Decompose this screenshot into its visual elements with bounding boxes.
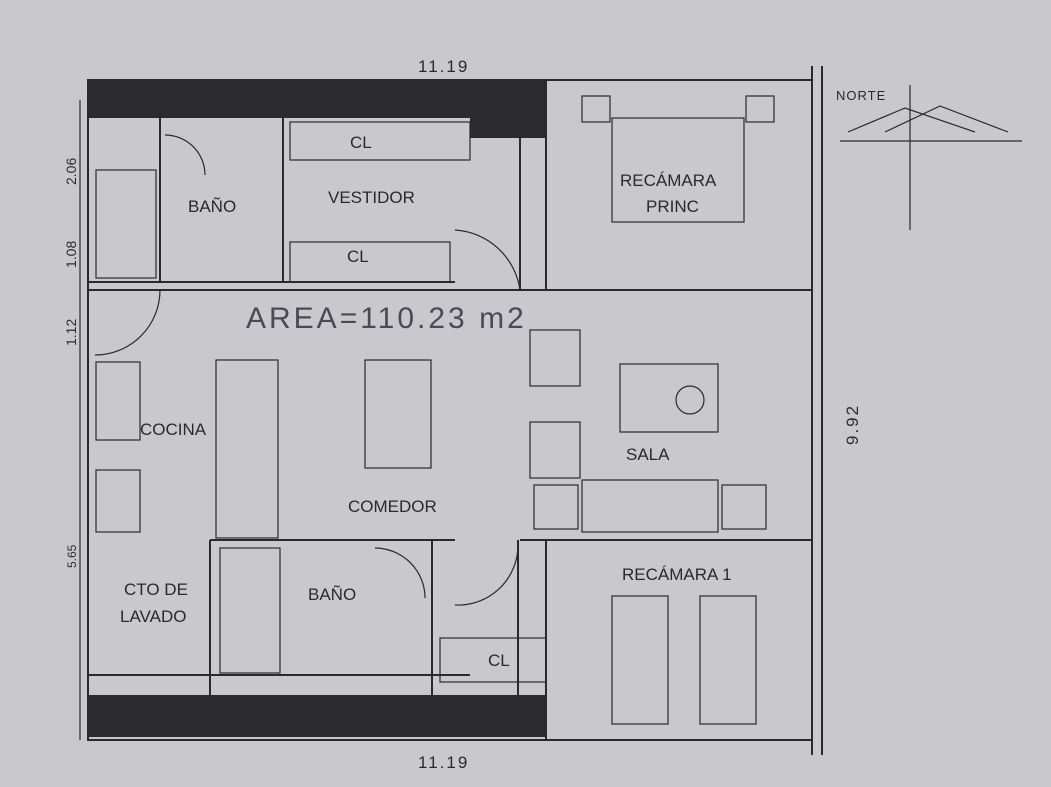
- room-label: RECÁMARA 1: [622, 565, 732, 584]
- armchair: [529, 421, 581, 479]
- room-label: LAVADO: [120, 607, 186, 626]
- nightstand: [745, 95, 775, 123]
- room-label: BAÑO: [308, 585, 356, 604]
- door-swing: [94, 289, 161, 356]
- sofa: [581, 479, 719, 533]
- room-label: RECÁMARA: [620, 171, 717, 190]
- dimension-right: 9.92: [843, 404, 862, 445]
- north-arrow-icon: [847, 105, 1009, 133]
- room-label: BAÑO: [188, 197, 236, 216]
- door-swing: [374, 547, 426, 599]
- wall-hatch-top-right: [470, 80, 546, 138]
- door-swing: [454, 229, 521, 291]
- room-label: VESTIDOR: [328, 188, 415, 207]
- north-label: NORTE: [836, 88, 886, 103]
- room-label: CL: [488, 651, 510, 670]
- dimension-left: 1.08: [63, 241, 79, 268]
- room-label: COMEDOR: [348, 497, 437, 516]
- wall-hatch-top: [88, 80, 546, 118]
- room-label: CTO DE: [124, 580, 188, 599]
- room-label: CL: [350, 133, 372, 152]
- kitchen-island: [215, 359, 279, 539]
- dimension-left: 1.12: [63, 319, 79, 346]
- room-label: CL: [347, 247, 369, 266]
- area-label: AREA=110.23 m2: [246, 302, 527, 335]
- shower: [95, 169, 157, 279]
- armchair: [529, 329, 581, 387]
- dimension-left: 5.65: [65, 544, 79, 568]
- room-label: SALA: [626, 445, 670, 464]
- closet: [439, 637, 547, 683]
- nightstand: [581, 95, 611, 123]
- bed: [611, 117, 745, 223]
- coffee-table: [619, 363, 719, 433]
- bed-single: [611, 595, 669, 725]
- shower: [219, 547, 281, 674]
- wall-hatch-bottom: [88, 695, 546, 737]
- ottoman: [721, 484, 767, 530]
- dimension-bottom: 11.19: [418, 753, 469, 772]
- bed-single: [699, 595, 757, 725]
- door-swing: [454, 544, 519, 606]
- room-label: PRINC: [646, 197, 699, 216]
- closet: [289, 241, 451, 283]
- dining-table: [364, 359, 432, 469]
- dimension-left: 2.06: [63, 158, 79, 185]
- dimension-top: 11.19: [418, 57, 469, 76]
- closet: [289, 121, 471, 161]
- ottoman: [533, 484, 579, 530]
- room-label: COCINA: [140, 420, 207, 439]
- counter: [95, 469, 141, 533]
- door-swing: [164, 134, 206, 176]
- lamp: [675, 385, 705, 415]
- stove: [95, 361, 141, 441]
